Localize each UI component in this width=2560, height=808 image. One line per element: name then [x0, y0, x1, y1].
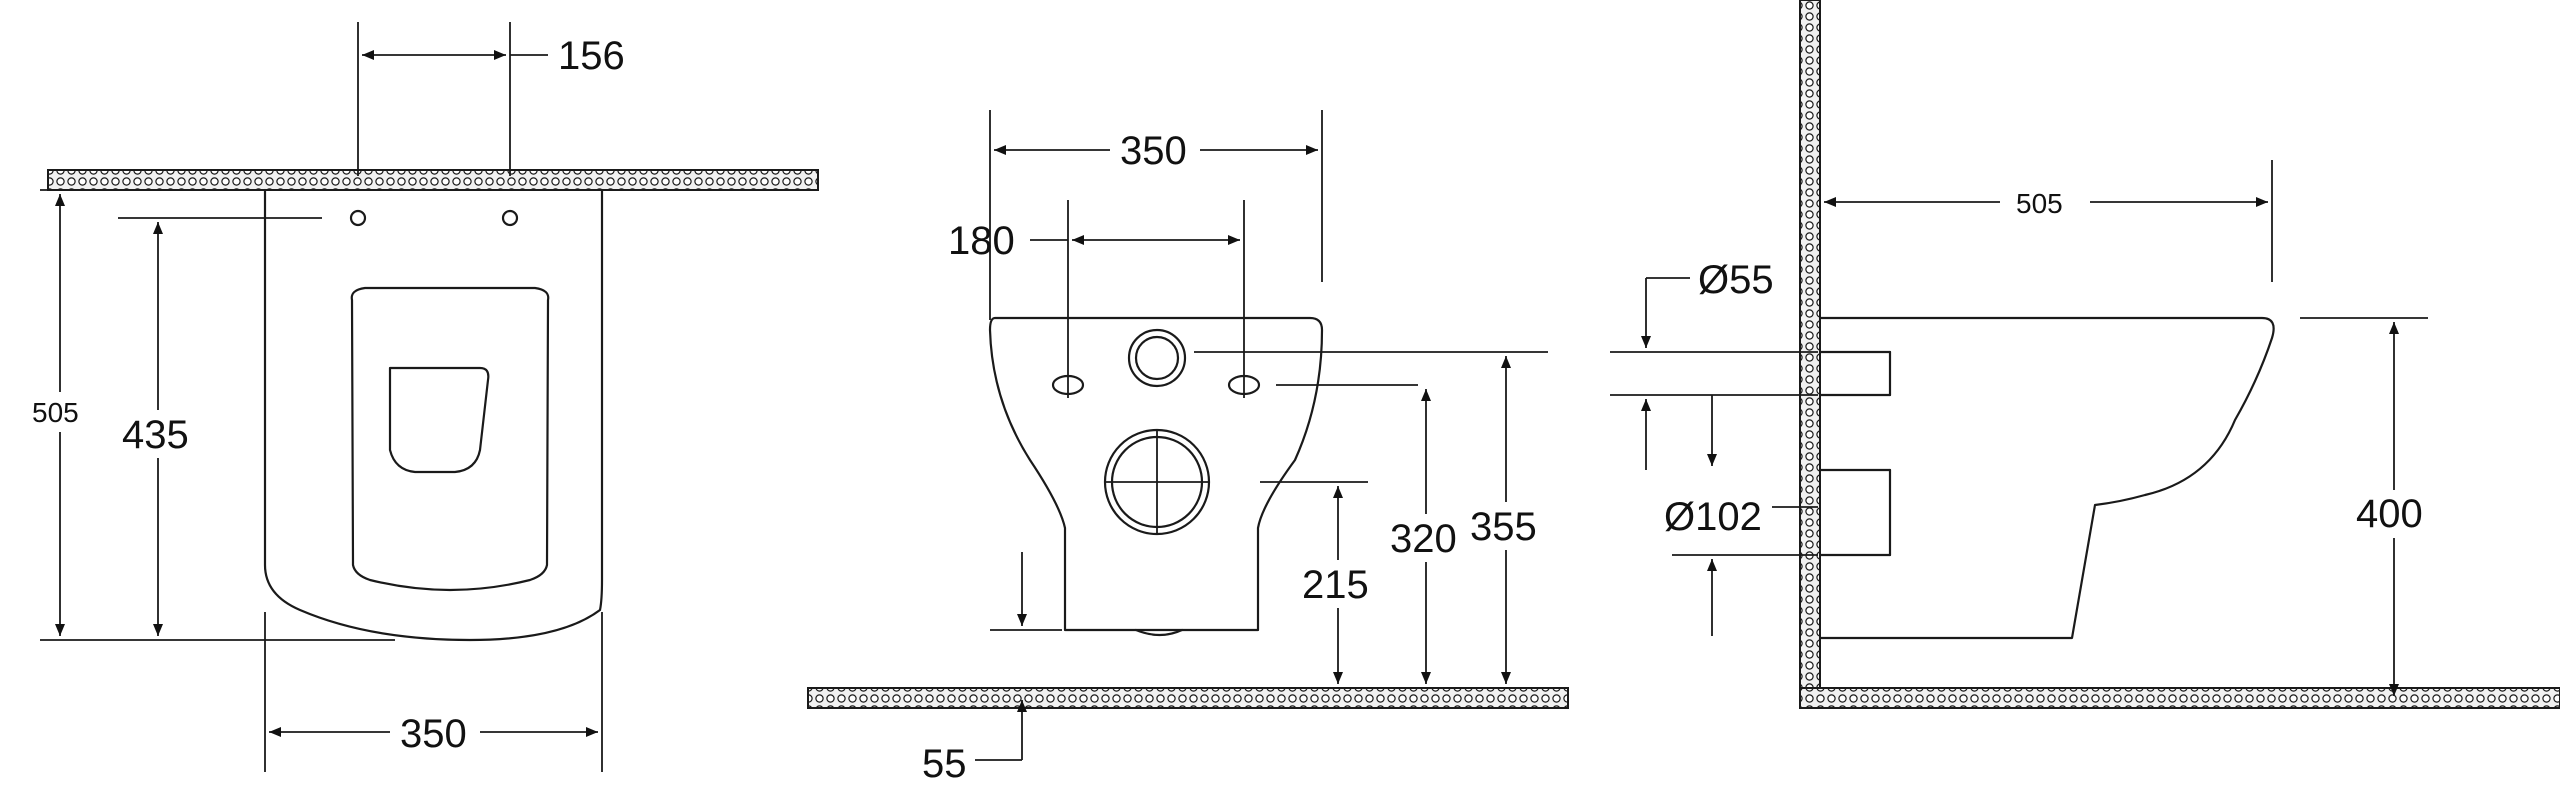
side-bowl-outline [1818, 316, 2275, 640]
front-view-floor [807, 687, 1569, 709]
top-dim-seat-depth: 435 [122, 413, 189, 457]
side-dim-inlet-diameter: Ø55 [1698, 258, 1774, 302]
side-dim-rim-height: 400 [2356, 492, 2423, 536]
front-dim-width: 350 [1120, 129, 1187, 173]
front-dim-floor-gap: 55 [922, 742, 967, 786]
side-inlet-pipe [1818, 350, 1892, 397]
top-dim-width: 350 [400, 712, 467, 756]
top-dim-hole-spacing: 156 [558, 34, 625, 78]
side-dim-outlet-diameter: Ø102 [1664, 495, 1762, 539]
front-dim-hole-spacing: 180 [948, 219, 1015, 263]
front-bowl-foot [1134, 628, 1184, 637]
side-view: 505 Ø55 Ø102 400 [1610, 0, 2560, 709]
front-inlet-inner [1134, 335, 1180, 381]
side-dim-projection: 505 [2016, 188, 2063, 219]
top-dim-total-depth: 505 [32, 397, 79, 428]
front-inlet-outer [1127, 328, 1187, 388]
top-view-bowl-outline [263, 188, 604, 642]
front-dim-inlet-height: 355 [1470, 505, 1537, 549]
top-view-wall [47, 169, 819, 191]
side-view-wall [1799, 0, 1821, 709]
side-view-floor [1799, 687, 2560, 709]
side-outlet-pipe [1818, 468, 1892, 557]
top-mount-hole-right [501, 209, 519, 227]
front-dim-outlet-height: 215 [1302, 563, 1369, 607]
top-view: 156 505 435 350 [28, 22, 819, 772]
top-mount-hole-left [349, 209, 367, 227]
front-view: 350 180 215 320 355 55 [807, 110, 1569, 786]
front-bowl-outline [988, 316, 1324, 632]
front-dim-hole-height: 320 [1390, 517, 1457, 561]
